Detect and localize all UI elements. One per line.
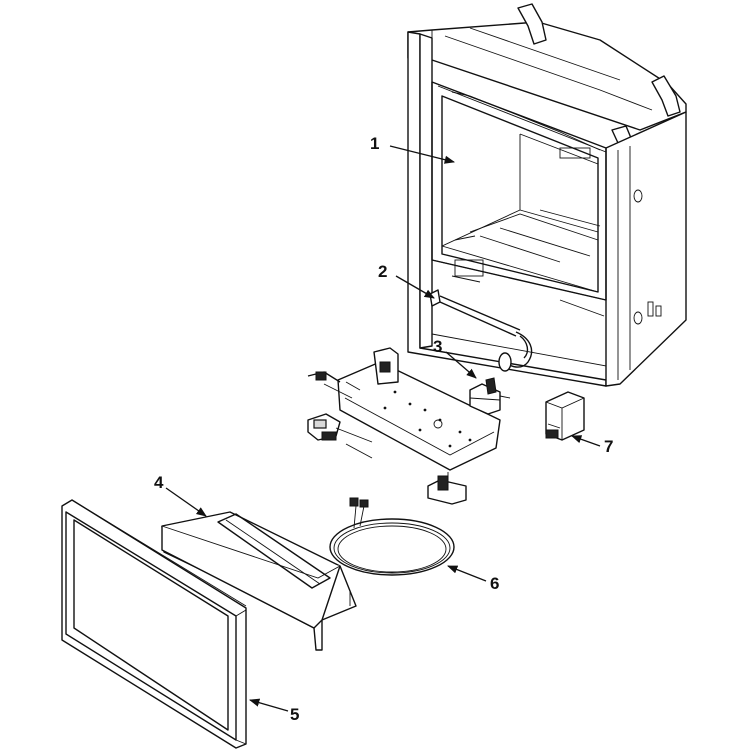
valve-bracket-part [469, 377, 511, 415]
leader-lines [165, 145, 601, 712]
leader-3 [445, 351, 477, 379]
leader-7 [571, 435, 601, 447]
wire-coil-part [329, 497, 455, 576]
pilot-assembly-part [427, 472, 467, 505]
leader-2 [395, 275, 435, 299]
callout-1: 1 [370, 134, 379, 153]
leader-6 [447, 565, 487, 582]
control-module-part [545, 391, 585, 441]
glass-front-part [61, 499, 247, 749]
callout-4: 4 [154, 473, 164, 492]
callout-3: 3 [433, 337, 442, 356]
callout-5: 5 [290, 705, 299, 724]
valve-plate-part [307, 347, 501, 471]
leader-5 [249, 698, 289, 712]
callout-2: 2 [378, 262, 387, 281]
callout-6: 6 [490, 574, 499, 593]
callout-7: 7 [604, 437, 613, 456]
leader-1 [389, 145, 456, 164]
firebox-part [407, 3, 687, 387]
callout-labels: 1 2 3 4 5 6 7 [154, 134, 613, 724]
leader-4 [165, 487, 207, 517]
hood-part [161, 511, 357, 651]
